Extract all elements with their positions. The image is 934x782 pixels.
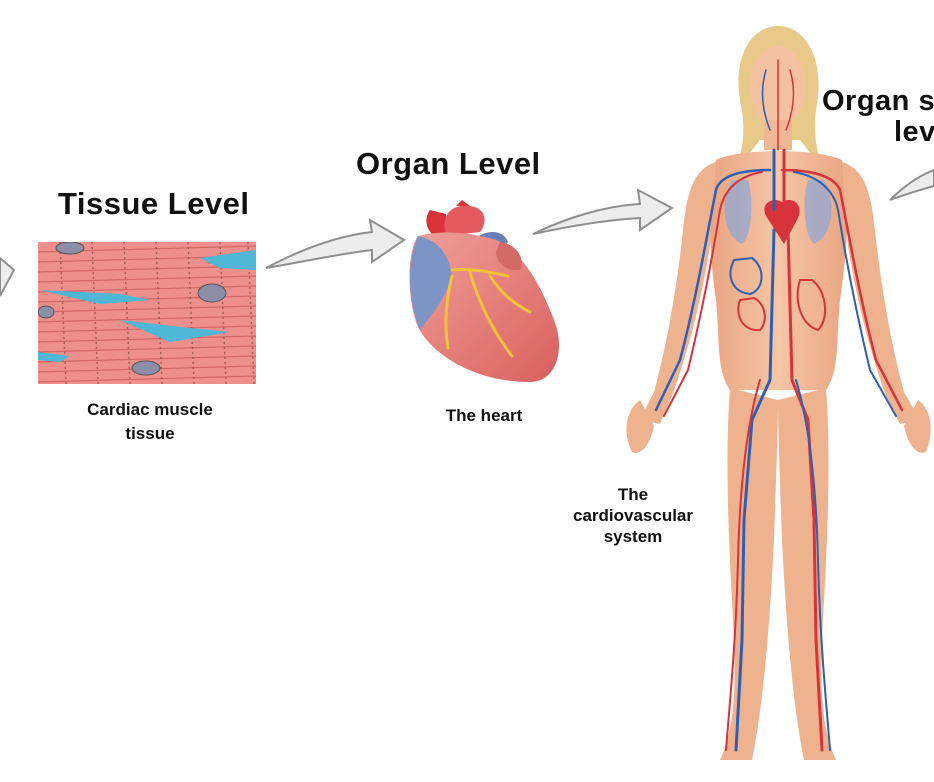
body-illustration	[626, 26, 931, 760]
arrow-icon-organ-to-system	[532, 188, 674, 235]
heart-illustration	[409, 200, 560, 382]
cardiac-muscle-caption: Cardiac muscle tissue	[52, 398, 248, 446]
heart-caption: The heart	[445, 406, 523, 425]
cardiac-muscle-caption-line-2: tissue	[125, 424, 175, 443]
cardiac-muscle-illustration	[38, 242, 256, 384]
arrow-icon-tissue-to-organ	[265, 218, 406, 269]
cardiovascular-caption-line-1: The	[617, 485, 649, 504]
arrow-icon-left-edge	[0, 256, 16, 297]
organ-system-heading-line-1: Organ s	[822, 85, 934, 117]
cardiac-muscle-caption-line-1: Cardiac muscle	[87, 400, 213, 419]
cardiovascular-caption-line-3: system	[603, 527, 663, 546]
cardiovascular-caption: The cardiovascular system	[553, 484, 713, 547]
tissue-level-heading: Tissue Level	[58, 186, 250, 221]
cardiovascular-caption-line-2: cardiovascular	[572, 506, 693, 525]
arrow-icon-system-to-next	[889, 168, 934, 201]
organ-system-level-heading: Organ s lev	[822, 86, 934, 148]
organ-system-heading-line-2: lev	[894, 116, 934, 148]
organ-level-heading: Organ Level	[356, 146, 541, 181]
